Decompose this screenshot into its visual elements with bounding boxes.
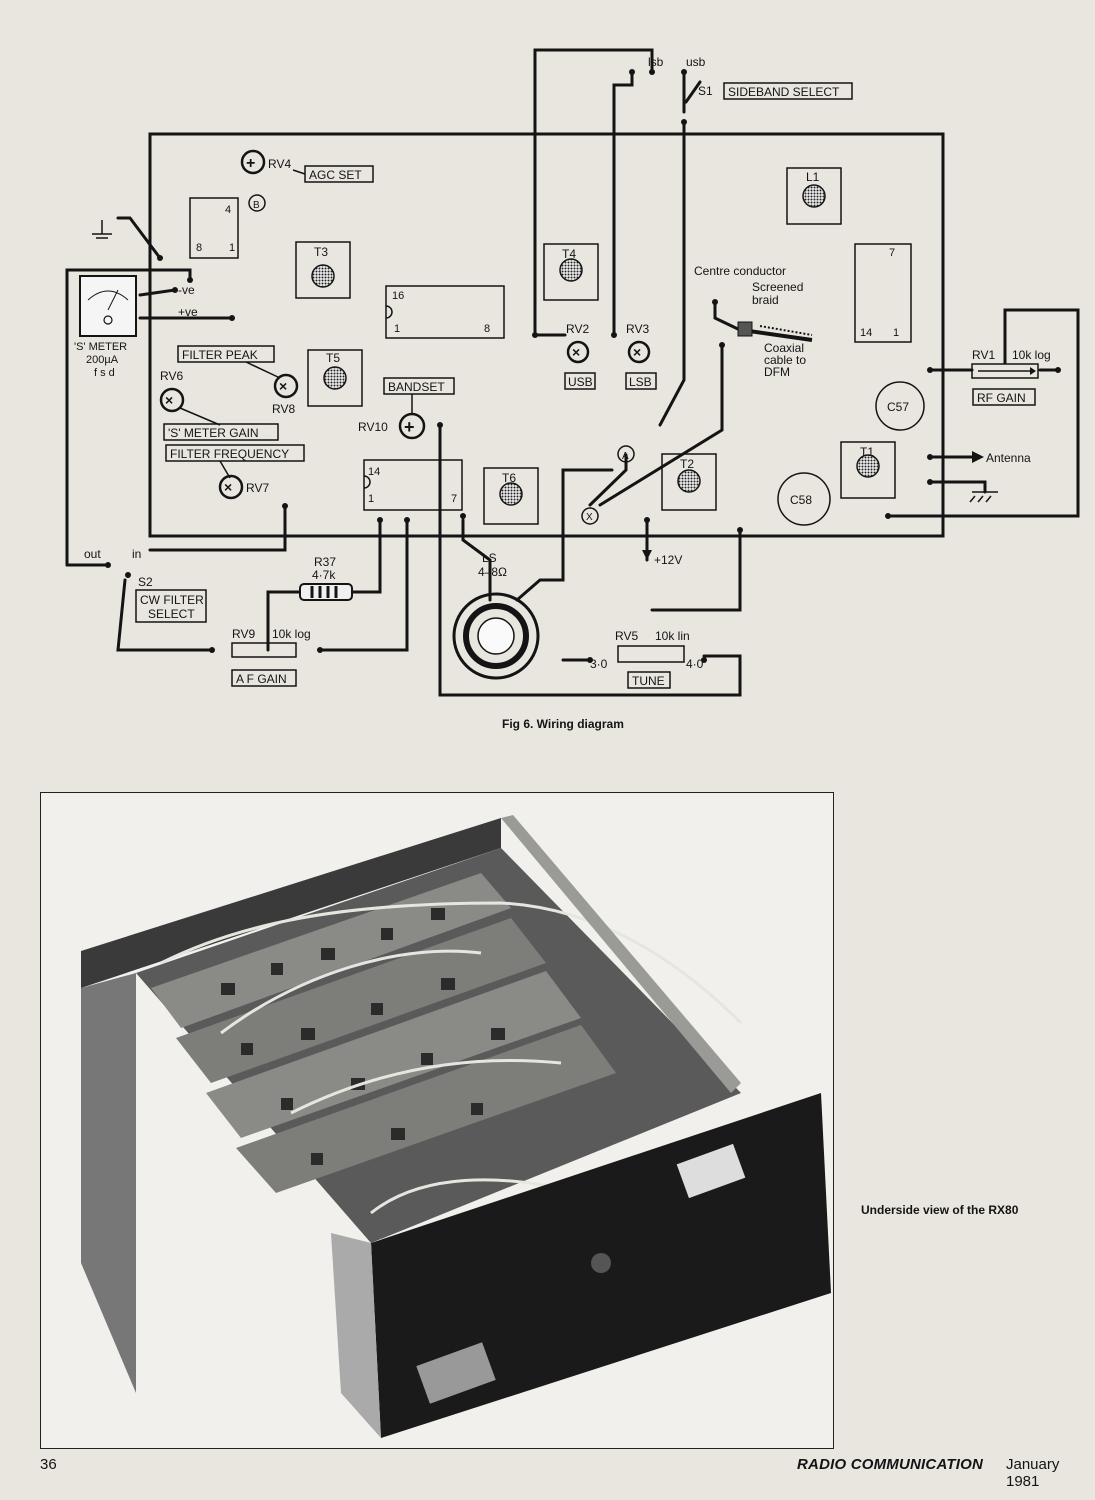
svg-text:×: × xyxy=(633,344,641,360)
figure-caption: Fig 6. Wiring diagram xyxy=(502,717,624,731)
svg-text:8: 8 xyxy=(196,242,202,254)
t3-label: T3 xyxy=(314,245,328,259)
sideband-select-label: SIDEBAND SELECT xyxy=(728,85,840,99)
rv5-label: RV5 xyxy=(615,629,638,643)
svg-text:×: × xyxy=(165,392,173,408)
svg-text:4: 4 xyxy=(225,204,231,216)
t6-label: T6 xyxy=(502,471,516,485)
publication-name: RADIO COMMUNICATION xyxy=(797,1456,984,1473)
rv9-label: RV9 xyxy=(232,627,255,641)
svg-text:1: 1 xyxy=(893,327,899,339)
svg-text:Centre conductor: Centre conductor xyxy=(694,264,786,278)
s-meter-label: 'S' METER xyxy=(74,341,127,353)
cw-filter-label: CW FILTER xyxy=(140,593,204,607)
svg-text:4·0: 4·0 xyxy=(686,657,704,671)
svg-text:14: 14 xyxy=(368,466,380,478)
antenna-label: Antenna xyxy=(986,451,1031,465)
wire xyxy=(533,48,654,337)
s-meter xyxy=(79,275,137,337)
svg-text:10k log: 10k log xyxy=(1012,348,1051,362)
board-outline xyxy=(148,132,945,538)
rv4-label: RV4 xyxy=(268,157,291,171)
s2-label: S2 xyxy=(138,575,153,589)
rx80-underside-photo xyxy=(40,792,834,1449)
wiring-diagram: lsb usb S1 SIDEBAND SELECT + RV4 AGC SET… xyxy=(65,48,1080,697)
filter-frequency-label: FILTER FREQUENCY xyxy=(170,447,289,461)
s-meter-gain-label: 'S' METER GAIN xyxy=(168,426,259,440)
t2-label: T2 xyxy=(680,457,694,471)
af-gain-label: A F GAIN xyxy=(236,672,287,686)
svg-text:10k lin: 10k lin xyxy=(655,629,690,643)
svg-text:8: 8 xyxy=(484,323,490,335)
c57-label: C57 xyxy=(887,400,909,414)
svg-text:7: 7 xyxy=(451,493,457,505)
rf-gain-label: RF GAIN xyxy=(977,391,1026,405)
svg-text:3·0: 3·0 xyxy=(590,657,608,671)
rv2-label: RV2 xyxy=(566,322,589,336)
svg-text:14: 14 xyxy=(860,327,872,339)
svg-text:4·7k: 4·7k xyxy=(312,568,336,582)
rv6-label: RV6 xyxy=(160,369,183,383)
svg-text:×: × xyxy=(279,378,287,394)
svg-text:1: 1 xyxy=(229,242,235,254)
svg-text:DFM: DFM xyxy=(764,365,790,379)
c58-label: C58 xyxy=(790,493,812,507)
photo-caption: Underside view of the RX80 xyxy=(861,1203,1019,1217)
ls-label: LS xyxy=(482,551,497,565)
rv1-label: RV1 xyxy=(972,348,995,362)
l1-label: L1 xyxy=(806,170,820,184)
svg-text:braid: braid xyxy=(752,293,779,307)
svg-text:+ve: +ve xyxy=(178,305,198,319)
svg-text:16: 16 xyxy=(392,290,404,302)
svg-text:SELECT: SELECT xyxy=(148,607,195,621)
page-number: 36 xyxy=(40,1456,57,1473)
r37-label: R37 xyxy=(314,555,336,569)
svg-text:USB: USB xyxy=(568,375,593,389)
svg-text:B: B xyxy=(253,200,260,211)
svg-text:LSB: LSB xyxy=(629,375,652,389)
usb-label: usb xyxy=(686,55,706,69)
svg-text:RV8: RV8 xyxy=(272,402,295,416)
svg-text:Screened: Screened xyxy=(752,280,803,294)
plus12v-label: +12V xyxy=(654,553,682,567)
svg-text:cable to: cable to xyxy=(764,353,806,367)
svg-text:Coaxial: Coaxial xyxy=(764,341,804,355)
svg-text:1: 1 xyxy=(394,323,400,335)
svg-text:RV7: RV7 xyxy=(246,481,269,495)
rv3-label: RV3 xyxy=(626,322,649,336)
t1-label: T1 xyxy=(860,445,874,459)
bandset-label: BANDSET xyxy=(388,380,445,394)
tune-label: TUNE xyxy=(632,674,665,688)
t4-label: T4 xyxy=(562,247,576,261)
svg-text:+: + xyxy=(404,417,415,437)
svg-text:in: in xyxy=(132,547,141,561)
svg-text:out: out xyxy=(84,547,101,561)
svg-text:1: 1 xyxy=(368,493,374,505)
agc-set-label: AGC SET xyxy=(309,168,362,182)
svg-text:4–8Ω: 4–8Ω xyxy=(478,565,507,579)
t5-label: T5 xyxy=(326,351,340,365)
svg-text:A: A xyxy=(622,451,629,462)
svg-text:-ve: -ve xyxy=(178,283,195,297)
filter-peak-label: FILTER PEAK xyxy=(182,348,258,362)
svg-text:7: 7 xyxy=(889,247,895,259)
lsb-label: lsb xyxy=(648,55,664,69)
svg-text:RV10: RV10 xyxy=(358,420,388,434)
svg-text:10k log: 10k log xyxy=(272,627,311,641)
svg-text:×: × xyxy=(572,344,580,360)
svg-text:200µA: 200µA xyxy=(86,354,119,366)
svg-text:X: X xyxy=(586,512,593,523)
issue-date: January 1981 xyxy=(1006,1456,1060,1490)
s1-label: S1 xyxy=(698,84,713,98)
svg-text:f s d: f s d xyxy=(94,367,115,379)
svg-text:×: × xyxy=(224,479,232,495)
svg-text:+: + xyxy=(246,155,255,172)
